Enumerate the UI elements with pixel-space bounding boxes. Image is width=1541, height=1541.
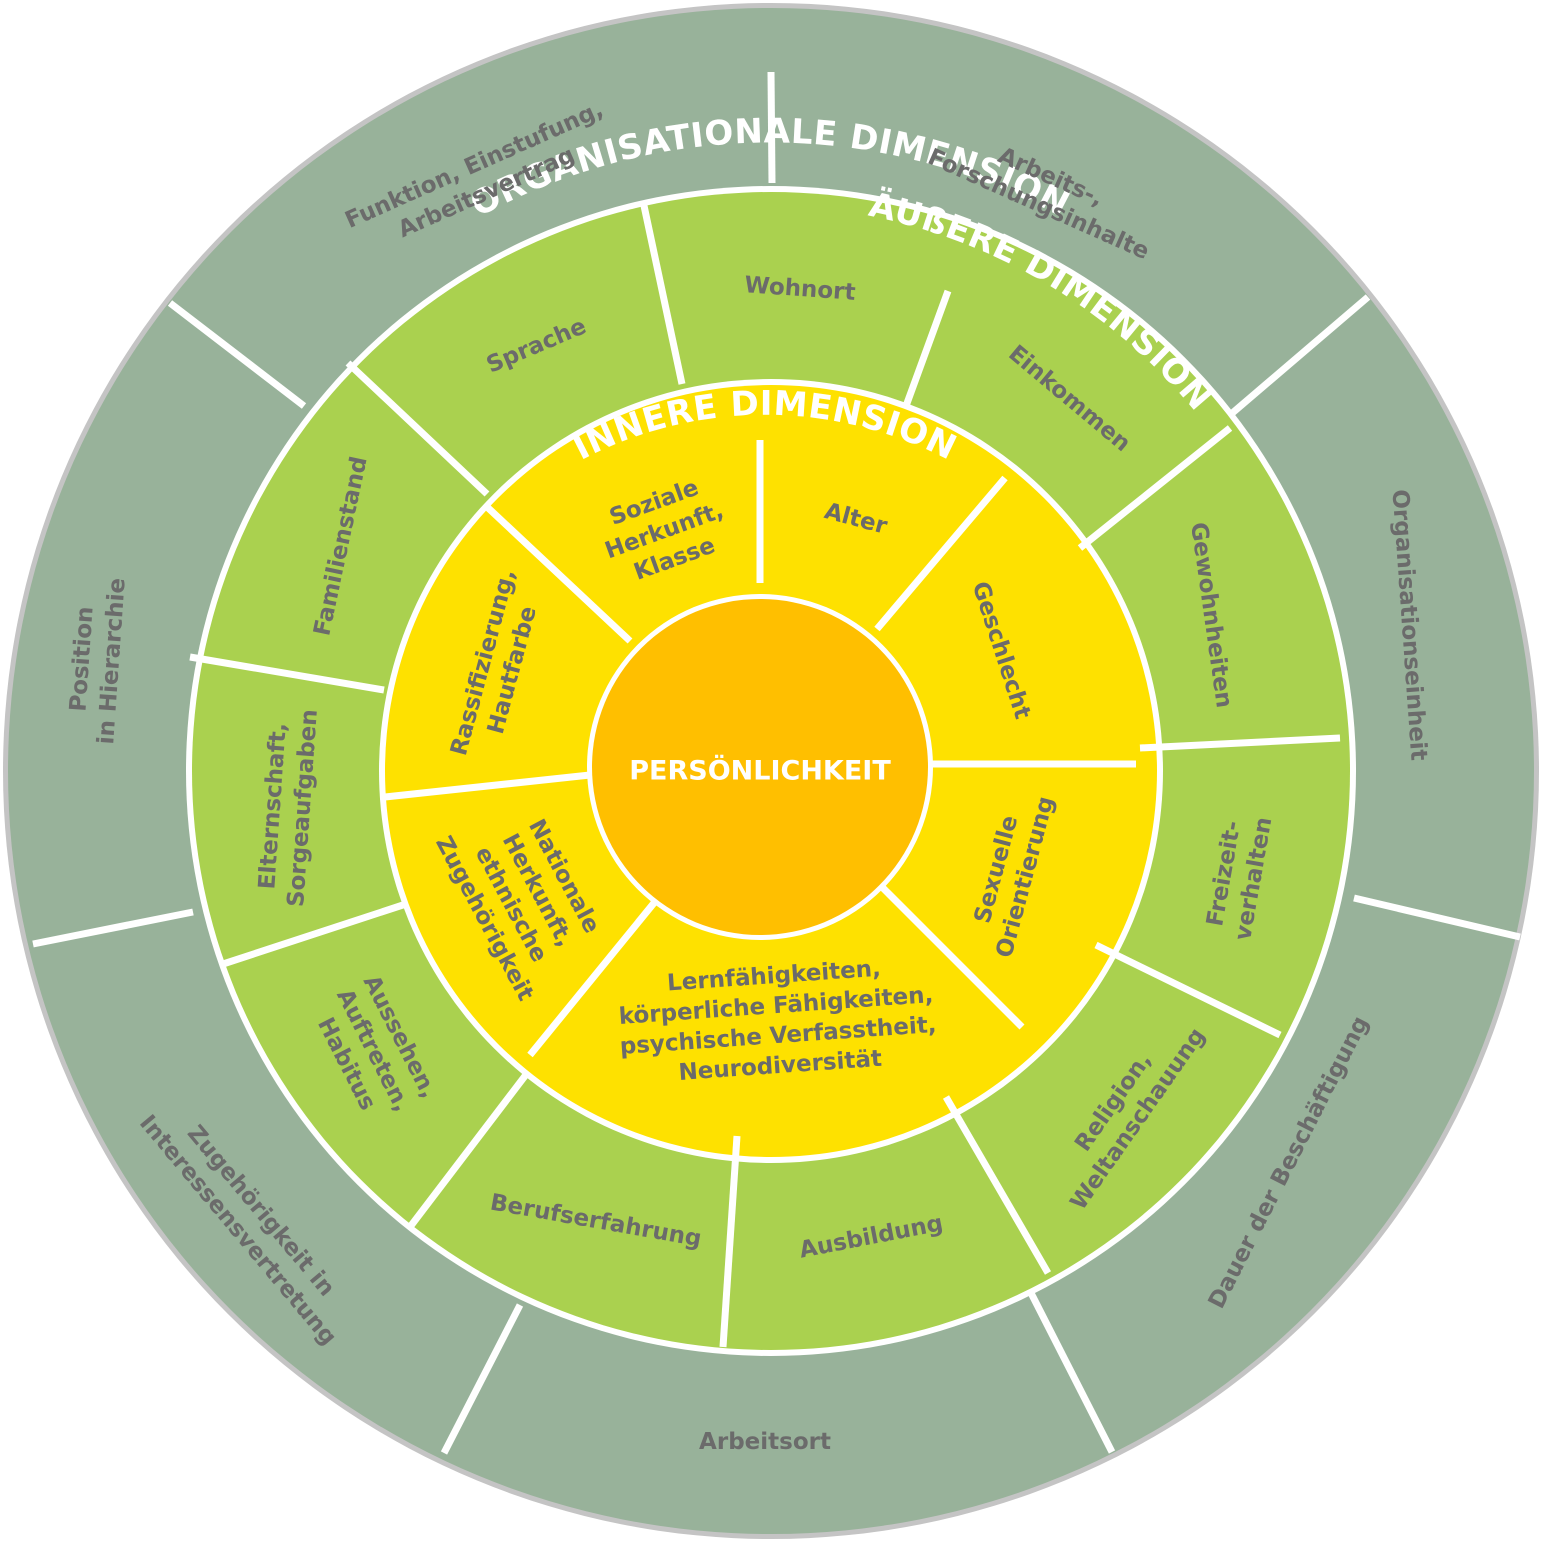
segment-separator: [767, 71, 776, 184]
segment-separator: [167, 300, 307, 409]
segment-separator: [1026, 1289, 1116, 1454]
label-line: Arbeitsort: [699, 1429, 831, 1455]
segment-separator: [440, 1303, 524, 1455]
segment-separator: [942, 1095, 1052, 1275]
segment-separator: [189, 653, 385, 694]
segment-separator: [218, 900, 408, 969]
organisational-segment-label: Arbeitsort: [699, 1429, 831, 1455]
segment-separator: [719, 1135, 741, 1348]
personality-core: [592, 599, 928, 935]
segment-separator: [1094, 941, 1282, 1039]
segment-separator: [902, 289, 952, 408]
segment-separator: [1077, 425, 1233, 551]
segment-separator: [874, 475, 1008, 632]
personality-label: PERSÖNLICHKEIT: [629, 754, 891, 787]
segment-separator: [345, 360, 490, 497]
segment-separator: [1139, 734, 1341, 752]
segment-separator: [32, 908, 194, 948]
segment-separator: [639, 200, 686, 385]
segment-separator: [384, 771, 591, 801]
segment-separator: [878, 883, 1025, 1030]
segment-separator: [1227, 294, 1371, 418]
segment-separator: [1353, 894, 1521, 941]
segment-separator: [482, 502, 633, 644]
segment-separator: [527, 895, 661, 1058]
segment-separator: [407, 1069, 531, 1230]
